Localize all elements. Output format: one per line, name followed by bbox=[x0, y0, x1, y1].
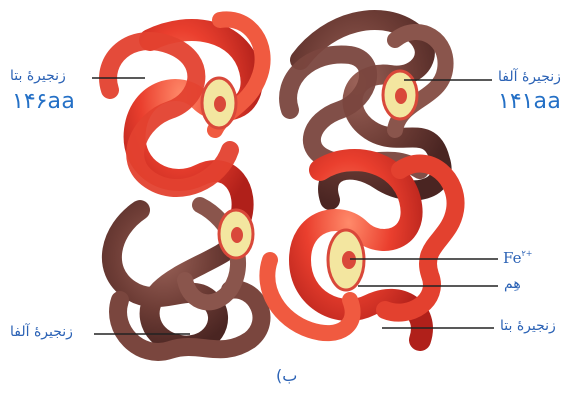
label-beta-chain-top-count: ۱۴۶aa bbox=[12, 89, 75, 114]
figure-caption: ب) bbox=[276, 366, 297, 385]
label-iron: Fe۲+ bbox=[503, 249, 532, 267]
label-iron-charge: ۲+ bbox=[521, 249, 532, 258]
heme-group-bottom-left bbox=[219, 210, 253, 258]
label-beta-chain-top: زنجیرهٔ بتا bbox=[10, 68, 66, 84]
heme-group-top-right bbox=[383, 71, 417, 119]
label-alpha-chain-bottom: زنجیرهٔ آلفا bbox=[10, 324, 73, 340]
beta-chain-top bbox=[108, 19, 263, 220]
label-alpha-chain-top: زنجیرهٔ آلفا bbox=[498, 69, 561, 85]
label-beta-chain-bottom: زنجیرهٔ بتا bbox=[500, 318, 556, 334]
heme-group-top-left bbox=[202, 78, 236, 128]
heme-group-bottom-right bbox=[328, 230, 364, 290]
label-iron-symbol: Fe bbox=[503, 249, 521, 267]
label-alpha-chain-top-count: ۱۴۱aa bbox=[498, 89, 561, 114]
label-heme: هِم bbox=[504, 276, 521, 292]
